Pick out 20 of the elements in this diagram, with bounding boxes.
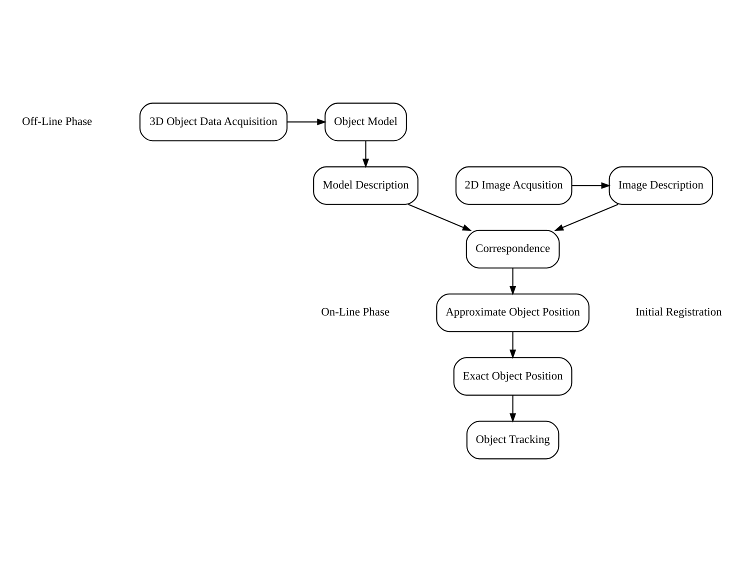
arrow <box>554 204 618 231</box>
arrow <box>287 118 327 126</box>
node-box: 3D Object Data Acquisition <box>139 102 288 142</box>
label: On-Line Phase <box>321 306 390 319</box>
arrow <box>572 182 611 189</box>
node-box: Exact Object Position <box>453 357 572 396</box>
arrow <box>510 395 516 423</box>
label: Off-Line Phase <box>22 116 92 128</box>
node-box: Approximate Object Position <box>436 294 590 332</box>
node-box: 2D Image Acqusition <box>455 166 572 205</box>
node-box: Object Model <box>324 102 407 142</box>
node-box: Model Description <box>313 166 418 205</box>
arrow <box>510 268 516 296</box>
arrow <box>362 140 370 168</box>
node-box: Correspondence <box>466 230 560 268</box>
node-box: Image Description <box>608 166 714 205</box>
label: Initial Registration <box>635 306 722 319</box>
arrow <box>510 332 516 359</box>
node-box: Object Tracking <box>466 420 560 460</box>
arrow <box>408 204 472 231</box>
